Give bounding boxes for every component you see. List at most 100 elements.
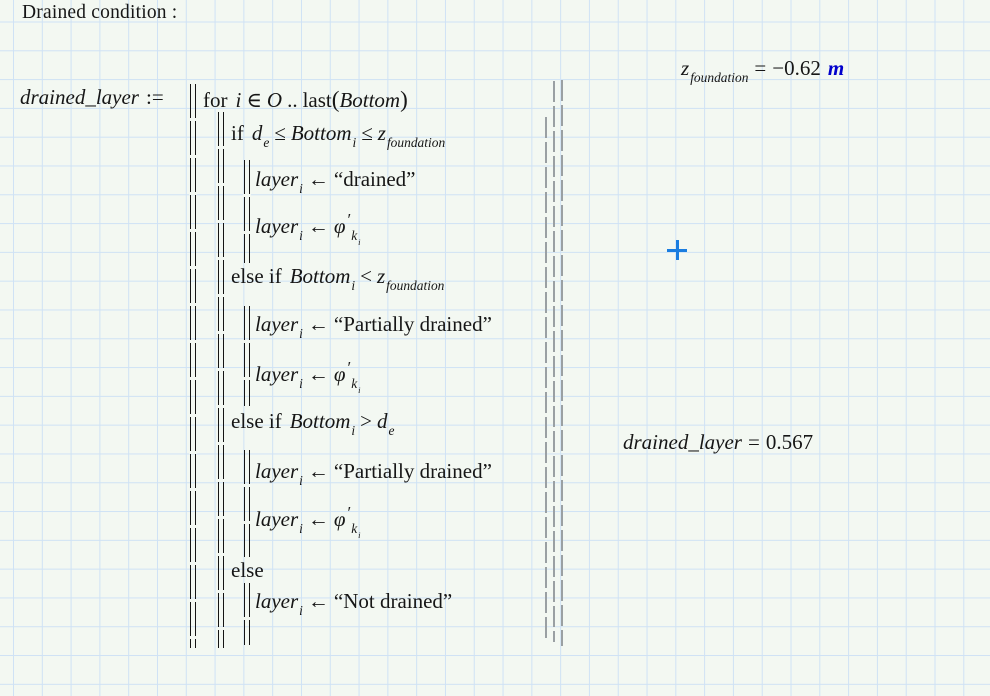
program-line: else: [231, 557, 272, 583]
variable-token: layeri: [255, 312, 303, 342]
variable-token: e: [263, 135, 270, 151]
variable-token: zfoundation: [376, 264, 445, 294]
variable-token: ki: [351, 375, 361, 395]
result-value: 0.567: [765, 430, 814, 454]
variable-token: i: [299, 326, 303, 342]
string-literal-token: “drained”: [333, 167, 416, 191]
variable-token: i: [358, 384, 361, 395]
variable-token: layeri: [255, 361, 303, 391]
definition-variable: drained_layer: [20, 85, 139, 109]
equals-operator: =: [754, 56, 767, 80]
assignment-operator: :=: [145, 85, 164, 109]
variable-token: i: [235, 88, 242, 112]
region-edge-bar: [545, 117, 547, 640]
operator-token: ←: [307, 459, 329, 483]
variable-token: φ′ki: [333, 503, 361, 540]
region-edge-bar: [553, 81, 555, 642]
keyword-token: else if: [231, 264, 282, 288]
variable-token: i: [299, 520, 303, 536]
program-line: layeri←“Not drained”: [255, 588, 452, 620]
operator-token: ≤: [274, 121, 286, 145]
variable-token: layeri: [255, 213, 303, 243]
operator-token: ←: [307, 167, 329, 191]
function-name-token: last: [302, 88, 332, 112]
program-line: layeri←φ′ki: [255, 210, 361, 247]
variable-token: i: [299, 603, 303, 619]
variable-token: layeri: [255, 506, 303, 536]
program-bar-level1: [189, 84, 197, 648]
text-region-title[interactable]: Drained condition :: [22, 2, 178, 23]
keyword-token: else: [231, 558, 264, 582]
variable-token: de: [376, 409, 395, 439]
operator-token: ..: [287, 88, 298, 112]
program-line: layeri←φ′ki: [255, 503, 361, 540]
result-variable-subscript: foundation: [690, 70, 749, 86]
bracket-token: (: [331, 86, 340, 112]
variable-token: Bottomi: [289, 409, 356, 439]
variable-token: O: [266, 88, 283, 112]
variable-token: i: [351, 423, 356, 439]
variable-token: i: [299, 473, 303, 489]
string-literal-token: “Partially drained”: [333, 312, 492, 336]
keyword-token: for: [203, 88, 228, 112]
variable-token: Bottomi: [290, 121, 357, 151]
variable-token: e: [388, 423, 395, 439]
program-bar-level2: [217, 112, 225, 648]
result-variable: z: [681, 56, 690, 80]
operator-token: ←: [307, 589, 329, 613]
result-region-drained-layer[interactable]: drained_layer=0.567: [623, 429, 813, 455]
operator-token: ←: [307, 361, 329, 386]
definition-region[interactable]: drained_layer:=: [20, 84, 164, 110]
string-literal-token: “Not drained”: [333, 589, 453, 613]
variable-token: i: [299, 181, 303, 197]
string-literal-token: “Partially drained”: [333, 459, 492, 483]
variable-token: layeri: [255, 167, 303, 197]
keyword-token: if: [231, 121, 244, 145]
equals-operator: =: [747, 430, 760, 454]
variable-token: de: [251, 121, 270, 151]
variable-token: foundation: [386, 135, 446, 151]
region-edge-bar: [561, 80, 563, 646]
variable-token: Bottom: [339, 88, 401, 112]
operator-token: ←: [307, 312, 329, 336]
operator-token: ≤: [361, 121, 373, 145]
unit-label: m: [827, 56, 845, 80]
program-bar-branch2: [243, 306, 251, 406]
variable-token: layeri: [255, 589, 303, 619]
variable-token: ki: [351, 227, 361, 247]
variable-token: layeri: [255, 459, 303, 489]
variable-token: zfoundation: [377, 121, 446, 151]
program-line: layeri←“drained”: [255, 166, 416, 198]
variable-token: i: [358, 236, 361, 247]
variable-token: φ′ki: [333, 210, 361, 247]
program-line: layeri←“Partially drained”: [255, 311, 492, 343]
variable-token: foundation: [386, 278, 445, 294]
variable-token: i: [299, 375, 303, 391]
variable-token: i: [351, 278, 356, 294]
variable-token: i: [352, 135, 357, 151]
program-bar-branch1: [243, 160, 251, 263]
operator-token: >: [360, 409, 372, 433]
operator-token: <: [360, 264, 372, 288]
program-bar-branch3: [243, 450, 251, 557]
variable-token: i: [358, 529, 361, 540]
variable-token: φ′ki: [333, 358, 361, 395]
result-value: −0.62: [772, 56, 821, 80]
bracket-token: ): [400, 86, 408, 112]
program-line: layeri←φ′ki: [255, 358, 361, 395]
program-bar-branch4: [243, 583, 251, 645]
crosshair-vertical-bar: [675, 240, 679, 260]
result-variable: drained_layer: [623, 430, 742, 454]
operator-token: ←: [307, 506, 329, 531]
operator-token: ←: [307, 213, 329, 238]
crosshair-cursor: [667, 240, 687, 260]
program-line: layeri←“Partially drained”: [255, 458, 492, 490]
variable-token: ki: [351, 520, 361, 540]
variable-token: i: [299, 227, 303, 243]
